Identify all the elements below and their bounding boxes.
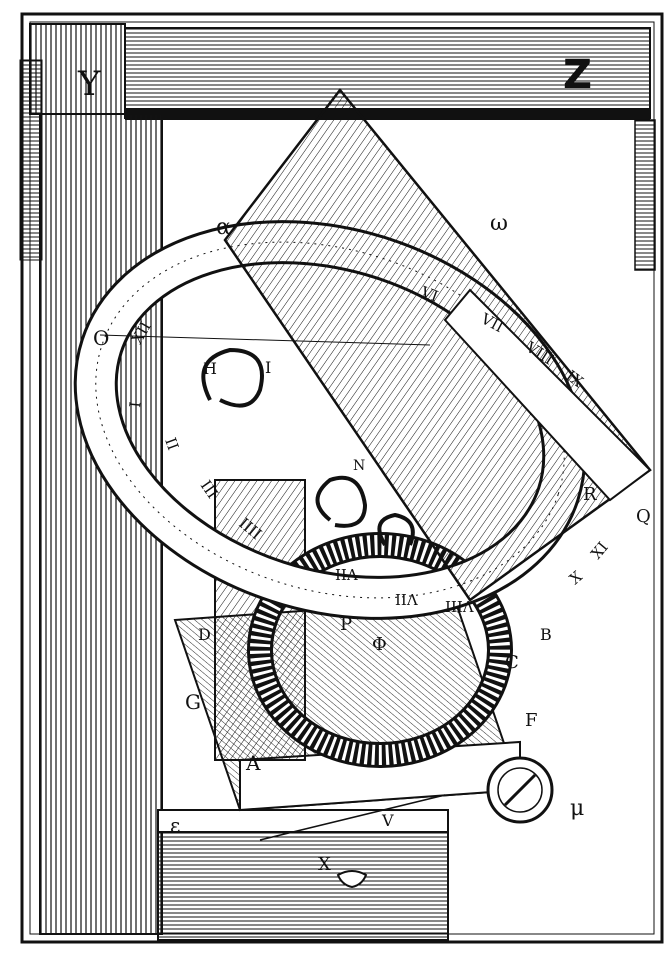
lower-numeral: IIΛ <box>395 591 418 609</box>
letter-phi: Φ <box>372 634 387 655</box>
letter-i: I <box>265 358 271 377</box>
stone-base <box>157 809 449 941</box>
letter-v: V <box>381 811 394 830</box>
gnomon-line <box>99 334 431 346</box>
letter-c: C <box>505 652 519 673</box>
letter-x: X <box>318 854 331 875</box>
right-numeral: X <box>566 567 586 588</box>
right-numeral: XI <box>587 538 612 562</box>
corner-label-left: Y <box>77 64 101 104</box>
letter-d: D <box>198 625 211 644</box>
dial-numeral: II <box>161 435 182 452</box>
corner-label-right: Z <box>563 52 592 98</box>
letter-mu: μ <box>570 796 584 821</box>
string-line <box>259 794 446 841</box>
letter-p: P <box>340 614 352 635</box>
upper-numeral: VI <box>418 283 441 306</box>
letter-alpha: α <box>216 215 231 240</box>
meridian-ring <box>247 532 513 768</box>
letter-omega: ω <box>490 211 508 236</box>
inclined-plate <box>223 87 652 602</box>
letter-epsilon: ε <box>170 813 180 837</box>
lower-numeral: IIIΛ <box>445 598 474 616</box>
letter-n: N <box>353 458 365 474</box>
letter-o: O <box>93 326 109 350</box>
letter-g: G <box>185 690 201 714</box>
letter-b: B <box>540 625 552 644</box>
letter-f: F <box>525 710 538 731</box>
letter-a: A <box>245 751 261 775</box>
brick-wall <box>634 119 656 271</box>
letter-q: Q <box>636 506 651 527</box>
scroll-ornaments <box>201 347 415 547</box>
dial-numeral: I <box>126 401 144 409</box>
letter-r: R <box>583 484 597 505</box>
lower-numeral: IIΛ <box>335 566 358 584</box>
compass <box>486 756 554 824</box>
top-beam <box>29 23 651 120</box>
letter-h: H <box>203 359 217 378</box>
outer-frame <box>20 12 664 944</box>
